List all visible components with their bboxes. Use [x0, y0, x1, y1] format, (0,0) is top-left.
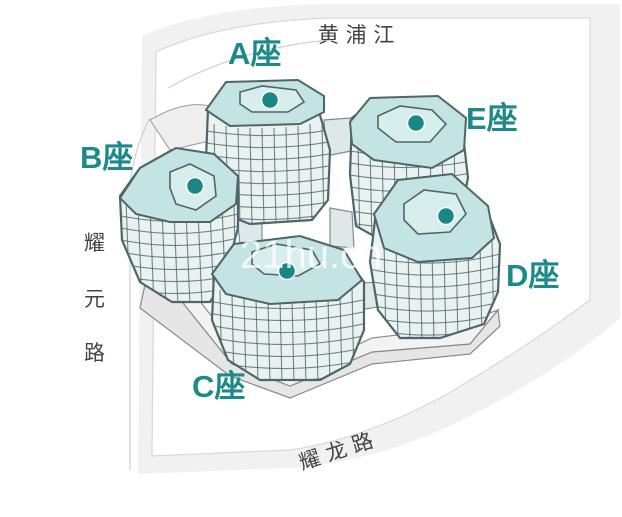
- tower-a-marker[interactable]: [260, 90, 280, 110]
- building-label-e: E座: [466, 101, 518, 136]
- tower-b[interactable]: [112, 146, 246, 306]
- road-label-yaoyuan-char-3: 路: [84, 341, 105, 365]
- road-label-yaoyuan-char-1: 耀: [84, 231, 105, 255]
- tower-a-facade-grid: [206, 121, 330, 224]
- watermark: 21hu.cn: [240, 233, 382, 277]
- building-label-d: D座: [506, 258, 559, 293]
- tower-c[interactable]: [204, 234, 372, 384]
- tower-d-facade-grid: [370, 237, 500, 338]
- tower-e-marker[interactable]: [406, 113, 426, 133]
- building-label-b: B座: [80, 140, 133, 175]
- tower-c-marker[interactable]: [277, 261, 297, 281]
- tower-b-marker[interactable]: [185, 176, 205, 196]
- tower-d-marker[interactable]: [436, 206, 456, 226]
- tower-d[interactable]: [364, 172, 508, 342]
- river-label-huangpu: 黄 浦 江: [318, 23, 394, 47]
- building-label-c: C座: [192, 369, 245, 404]
- tower-c-facade-grid: [212, 287, 364, 380]
- road-label-yaoyuan-char-2: 元: [84, 287, 105, 311]
- building-label-a: A座: [228, 36, 281, 71]
